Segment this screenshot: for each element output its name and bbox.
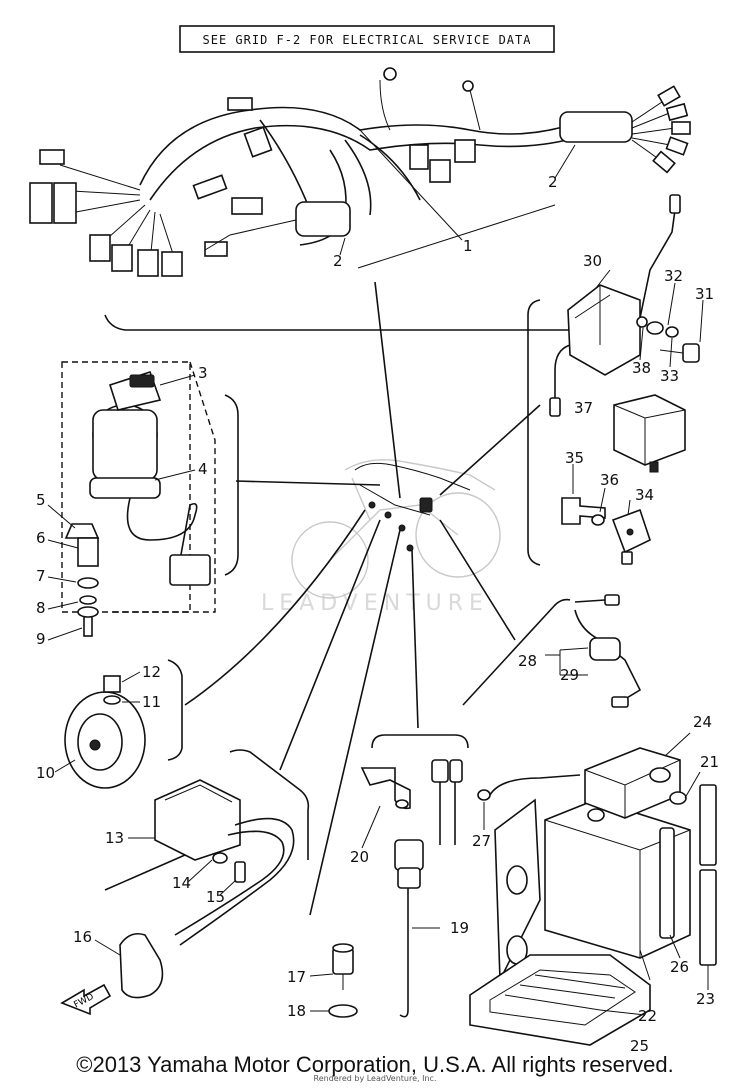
- callout-19: 19: [450, 919, 469, 937]
- callout-14: 14: [172, 874, 191, 892]
- callout-37: 37: [574, 399, 593, 417]
- stop-switch-group: [309, 734, 469, 1018]
- callout-7: 7: [36, 567, 46, 585]
- callout-21: 21: [700, 753, 719, 771]
- callout-labels: 1 2 2 3 4 5 6 7 8 9 10 11 12 13 14 15 16…: [36, 173, 719, 1055]
- callout-18: 18: [287, 1002, 306, 1020]
- wire-harness: [29, 67, 691, 277]
- callout-20: 20: [350, 848, 369, 866]
- copyright-notice: ©2013 Yamaha Motor Corporation, U.S.A. A…: [76, 1052, 674, 1077]
- callout-8: 8: [36, 599, 46, 617]
- callout-32: 32: [664, 267, 683, 285]
- callout-6: 6: [36, 529, 46, 547]
- motorcycle-frame: [354, 462, 471, 552]
- battery-group: [469, 732, 717, 1046]
- header-note-box: SEE GRID F-2 FOR ELECTRICAL SERVICE DATA: [179, 25, 555, 53]
- watermark: LEADVENTURE: [261, 591, 489, 616]
- callout-9: 9: [36, 630, 46, 648]
- harness-leaders: [339, 129, 576, 269]
- motorcycle-outline: [291, 459, 501, 599]
- callout-38: 38: [632, 359, 651, 377]
- callout-23: 23: [696, 990, 715, 1008]
- main-switch-group: [61, 361, 239, 637]
- callout-31: 31: [695, 285, 714, 303]
- callout-10: 10: [36, 764, 55, 782]
- callout-25: 25: [630, 1037, 649, 1055]
- harness-bracket: [104, 311, 633, 331]
- callout-4: 4: [198, 460, 208, 478]
- regulator-group: [527, 194, 704, 566]
- callout-3: 3: [198, 364, 208, 382]
- callout-22: 22: [638, 1007, 657, 1025]
- ignition-coil-group: [94, 749, 310, 999]
- callout-2: 2: [548, 173, 558, 191]
- callout-30: 30: [583, 252, 602, 270]
- callout-35: 35: [565, 449, 584, 467]
- callout-13: 13: [105, 829, 124, 847]
- callout-15: 15: [206, 888, 225, 906]
- callout-34: 34: [635, 486, 654, 504]
- callout-27: 27: [472, 832, 491, 850]
- callout-11: 11: [142, 693, 161, 711]
- callout-2: 2: [333, 252, 343, 270]
- fuse-group: [462, 594, 642, 708]
- callout-24: 24: [693, 713, 712, 731]
- callout-17: 17: [287, 968, 306, 986]
- callout-36: 36: [600, 471, 619, 489]
- horn-group: [54, 659, 183, 789]
- callout-26: 26: [670, 958, 689, 976]
- leader-lines: [184, 281, 541, 916]
- header-note: SEE GRID F-2 FOR ELECTRICAL SERVICE DATA: [203, 33, 532, 47]
- callout-28: 28: [518, 652, 537, 670]
- rendered-by-note: Rendered by LeadVenture, Inc.: [313, 1074, 437, 1083]
- callout-33: 33: [660, 367, 679, 385]
- callout-12: 12: [142, 663, 161, 681]
- callout-16: 16: [73, 928, 92, 946]
- fwd-arrow: FWD: [60, 983, 112, 1016]
- main-switch-leaders: [47, 374, 196, 641]
- callout-5: 5: [36, 491, 46, 509]
- callout-1: 1: [463, 237, 473, 255]
- callout-29: 29: [560, 666, 579, 684]
